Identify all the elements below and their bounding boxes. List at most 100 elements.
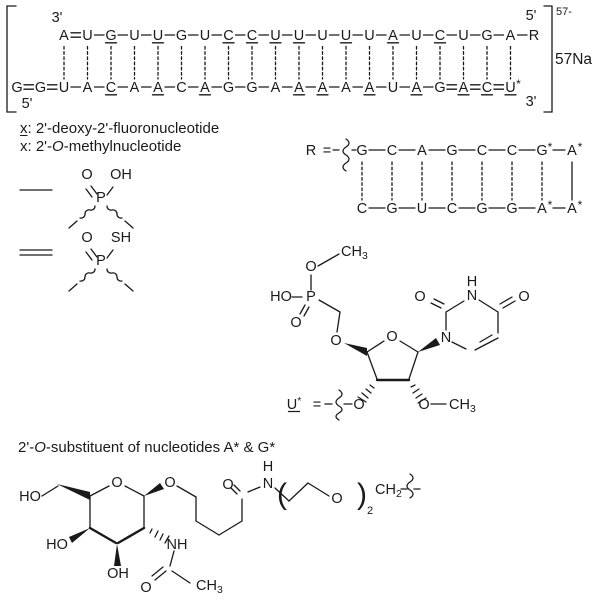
atom-label: ) <box>357 478 367 511</box>
nucleotide-A: A <box>153 80 163 96</box>
nucleotide-C: C <box>387 143 397 159</box>
nucleotide-U: U <box>458 28 468 44</box>
nucleotide-G: G <box>105 28 116 44</box>
bold-wedge-bond <box>344 343 367 356</box>
nucleotide-C: C <box>106 80 116 96</box>
atom-label: N <box>467 288 477 304</box>
nucleotide-G: G <box>446 143 457 159</box>
nucleotide-C: C <box>247 28 257 44</box>
nucleotide-U: U <box>270 28 280 44</box>
atom-label: P <box>306 289 316 305</box>
atom-label: O <box>140 580 151 596</box>
nucleotide-A: A <box>506 28 516 44</box>
nucleotide-A: A <box>388 28 398 44</box>
nucleotide-G: G <box>246 80 257 96</box>
nucleotide-G: G <box>476 201 487 217</box>
atom-label: HO <box>270 289 292 305</box>
nucleotide-A: A <box>567 143 577 159</box>
atom-label: O <box>330 333 341 349</box>
atom-label: U* <box>287 395 302 413</box>
nucleotide-A: A <box>200 80 210 96</box>
atom-label: 57- <box>556 6 572 18</box>
atom-label: P <box>96 253 106 269</box>
atom-label: H <box>263 459 273 475</box>
methyl-definition: -methylnucleotide <box>63 138 182 155</box>
atom-label: N <box>263 476 273 492</box>
nucleotide-U: U <box>417 201 427 217</box>
bold-wedge-bond <box>418 338 440 352</box>
nucleotide-G: G <box>481 28 492 44</box>
attachment-squiggle-icon <box>335 389 343 421</box>
atom-label: O <box>518 289 529 305</box>
atom-label: O <box>111 475 122 491</box>
nucleotide-A: A <box>459 80 469 96</box>
attachment-squiggle-icon <box>106 268 123 282</box>
nucleotide-C: C <box>176 80 186 96</box>
atom-label: CH2 <box>375 482 402 500</box>
nucleotide-U: U <box>341 28 351 44</box>
atom-label: HO <box>46 537 68 553</box>
left-bracket <box>6 5 17 113</box>
nucleotide-U: U <box>411 28 421 44</box>
nucleotide-G: G <box>356 143 367 159</box>
atom-label: CH3 <box>341 244 368 262</box>
atom-label: O <box>353 397 364 413</box>
atom-label: OH <box>107 566 129 582</box>
right-bracket <box>543 5 553 113</box>
atom-label: NH <box>167 537 188 553</box>
nucleotide-A: A <box>417 143 427 159</box>
nucleotide-C: C <box>477 143 487 159</box>
atom-label: 3' <box>52 10 63 26</box>
atom-label: O <box>418 397 429 413</box>
nucleotide-C: C <box>435 28 445 44</box>
atom-label: O <box>414 289 425 305</box>
atom-label: O <box>290 315 301 331</box>
attachment-squiggle-icon <box>342 138 350 172</box>
nucleotide-G: G <box>386 201 397 217</box>
nucleotide-U: U <box>294 28 304 44</box>
nucleotide-C: C <box>447 201 457 217</box>
atom-label: SH <box>111 230 131 246</box>
nucleotide-A: A <box>341 80 351 96</box>
atom-label: O <box>305 259 316 275</box>
conjugate-marker: * <box>516 77 521 91</box>
nucleotide-G: G <box>176 28 187 44</box>
atom-label: O <box>386 329 397 345</box>
nucleotide-A: A <box>83 80 93 96</box>
nucleotide-G: G <box>434 80 445 96</box>
atom-label: 5' <box>526 8 537 24</box>
atom-label: CH3 <box>449 397 476 415</box>
bold-wedge-bond <box>144 483 164 496</box>
nucleotide-G: G <box>506 201 517 217</box>
fluoro-definition: : 2'-deoxy-2'-fluoronucleotide <box>27 120 220 137</box>
atom-label: 57Na <box>555 51 592 68</box>
fluoro-symbol: x <box>20 120 28 137</box>
nucleotide-U: U <box>505 80 515 96</box>
atom-label: O <box>81 167 92 183</box>
legend-methyl-line: x: 2'-O-methylnucleotide <box>20 138 181 156</box>
nucleotide-A: A <box>537 201 547 217</box>
atom-label: = <box>313 397 321 413</box>
atom-label: HO <box>19 489 41 505</box>
conjugate-marker: * <box>578 198 583 212</box>
nucleotide-A: A <box>130 80 140 96</box>
atom-label: O <box>331 491 342 507</box>
nucleotide-C: C <box>507 143 517 159</box>
nucleotide-A: A <box>567 201 577 217</box>
nucleotide-G: G <box>35 80 46 96</box>
atom-label: 2 <box>367 505 373 517</box>
legend-fluoro-line: x: 2'-deoxy-2'-fluoronucleotide <box>20 120 219 138</box>
nucleotide-A: A <box>412 80 422 96</box>
methyl-symbol: x: 2'- <box>20 138 53 155</box>
atom-label: N <box>441 330 451 346</box>
nucleotide-A: A <box>294 80 304 96</box>
attachment-squiggle-icon <box>406 473 414 499</box>
attachment-squiggle-icon <box>79 205 96 219</box>
nucleotide-R: R <box>529 28 539 44</box>
